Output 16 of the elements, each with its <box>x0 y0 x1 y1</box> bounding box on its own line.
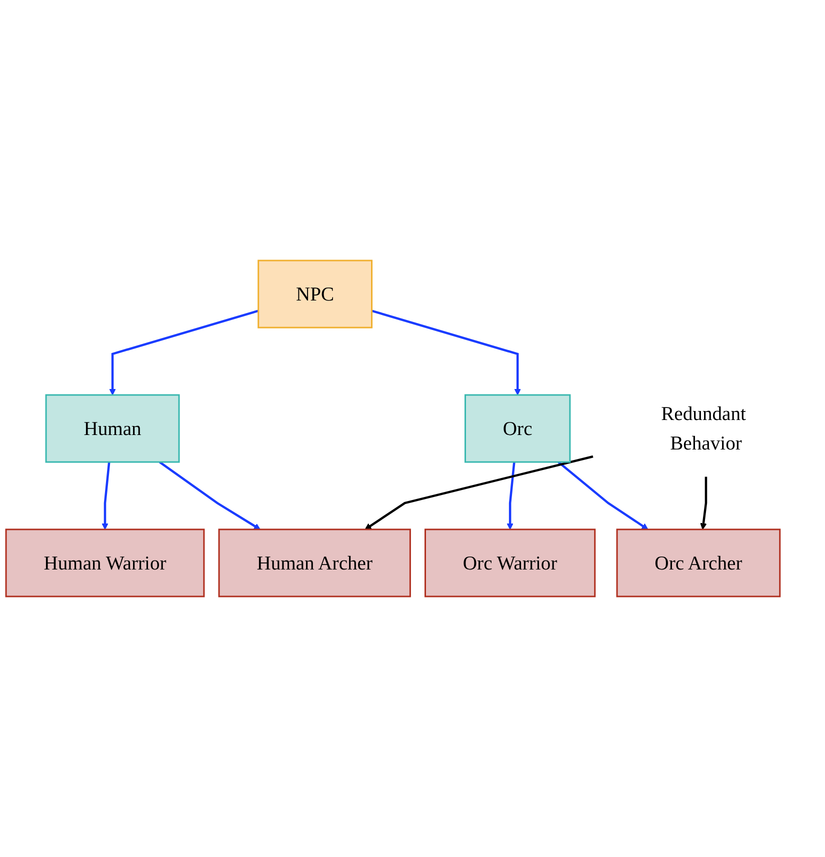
arrow <box>102 462 110 530</box>
node-box: Human Archer <box>218 528 411 598</box>
node-text: Redundant Behavior <box>661 402 746 454</box>
arrow <box>158 461 260 530</box>
arrow <box>371 310 521 396</box>
node-box: Human <box>45 394 180 463</box>
node-box: Orc Warrior <box>424 528 596 598</box>
node-box: NPC <box>258 260 373 328</box>
arrow <box>700 476 708 530</box>
arrow <box>109 310 259 396</box>
arrow <box>506 462 516 530</box>
arrow <box>558 461 648 530</box>
node-box: Orc Archer <box>616 528 781 598</box>
node-box: Orc <box>464 394 571 463</box>
node-box: Human Warrior <box>5 528 205 598</box>
arrow <box>364 455 594 530</box>
